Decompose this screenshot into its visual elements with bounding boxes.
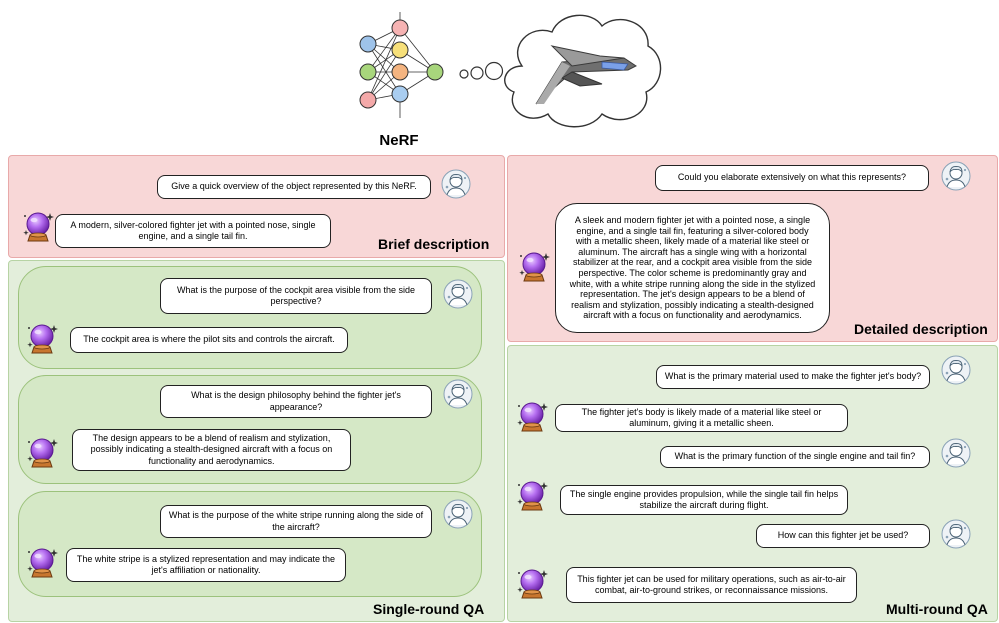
crystal-ball-icon xyxy=(516,400,550,436)
user-avatar-icon xyxy=(443,499,473,529)
neural-network-icon xyxy=(359,12,444,118)
user-avatar-icon xyxy=(941,161,971,191)
crystal-ball-icon xyxy=(26,322,60,358)
crystal-ball-icon xyxy=(516,479,550,515)
user-avatar-icon xyxy=(941,355,971,385)
crystal-ball-icon xyxy=(518,250,552,286)
crystal-ball-icon xyxy=(22,210,56,246)
multi-answer-bubble: This fighter jet can be used for militar… xyxy=(566,567,857,603)
single-question-bubble: What is the purpose of the white stripe … xyxy=(160,505,432,538)
nerf-label: NeRF xyxy=(379,132,419,149)
user-avatar-icon xyxy=(443,379,473,409)
multi-question-bubble: What is the primary material used to mak… xyxy=(656,365,930,389)
brief-description-title: Brief description xyxy=(378,236,490,252)
user-avatar-icon xyxy=(941,438,971,468)
multi-answer-bubble: The fighter jet's body is likely made of… xyxy=(555,404,848,432)
brief-question-bubble: Give a quick overview of the object repr… xyxy=(157,175,431,199)
crystal-ball-icon xyxy=(26,546,60,582)
user-avatar-icon xyxy=(441,169,471,199)
crystal-ball-icon xyxy=(26,436,60,472)
detailed-answer-bubble: A sleek and modern fighter jet with a po… xyxy=(555,203,830,333)
single-answer-bubble: The design appears to be a blend of real… xyxy=(72,429,351,471)
single-question-bubble: What is the design philosophy behind the… xyxy=(160,385,432,418)
fighter-jet-icon xyxy=(535,45,637,105)
multi-answer-bubble: The single engine provides propulsion, w… xyxy=(560,485,848,515)
detailed-description-title: Detailed description xyxy=(854,321,988,337)
multi-round-qa-title: Multi-round QA xyxy=(886,601,988,617)
user-avatar-icon xyxy=(443,279,473,309)
detailed-question-bubble: Could you elaborate extensively on what … xyxy=(655,165,929,191)
single-answer-bubble: The white stripe is a stylized represent… xyxy=(66,548,346,582)
brief-answer-bubble: A modern, silver-colored fighter jet wit… xyxy=(55,214,331,248)
thought-cloud xyxy=(452,6,670,136)
crystal-ball-icon xyxy=(516,567,550,603)
multi-question-bubble: How can this fighter jet be used? xyxy=(756,524,930,548)
single-round-qa-title: Single-round QA xyxy=(373,601,485,617)
user-avatar-icon xyxy=(941,519,971,549)
single-answer-bubble: The cockpit area is where the pilot sits… xyxy=(70,327,348,353)
nerf-network-diagram xyxy=(350,10,450,130)
multi-question-bubble: What is the primary function of the sing… xyxy=(660,446,930,468)
single-question-bubble: What is the purpose of the cockpit area … xyxy=(160,278,432,314)
